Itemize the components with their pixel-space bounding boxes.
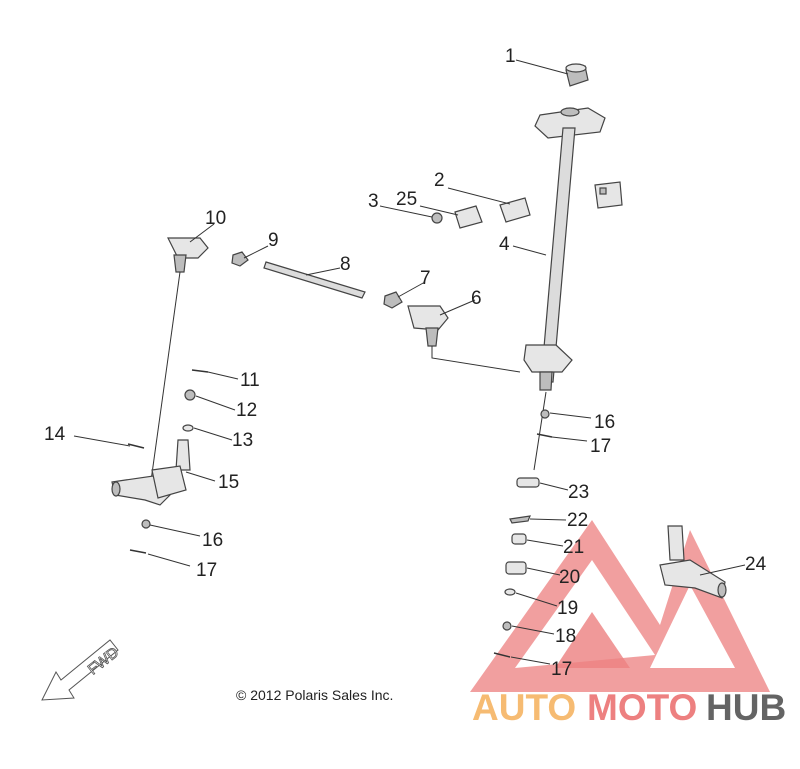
label-part-24: 24 <box>745 554 767 575</box>
label-part-21: 21 <box>563 537 584 558</box>
label-part-15: 15 <box>218 472 239 493</box>
watermark-moto: MOTO <box>587 687 697 728</box>
part-25-plate <box>454 205 483 229</box>
part-15-spindle <box>111 439 191 506</box>
leader-lines <box>73 59 746 665</box>
label-part-20: 20 <box>559 567 580 588</box>
watermark-logo: AUTO MOTO HUB <box>470 520 786 728</box>
part-6-tie-rod-end <box>407 305 521 373</box>
watermark-hub: HUB <box>706 687 786 728</box>
part-8-rod <box>263 261 366 299</box>
label-part-11: 11 <box>240 370 260 391</box>
label-part-10: 10 <box>205 208 226 229</box>
part-19-washer <box>504 588 516 596</box>
part-18-nut <box>502 621 512 631</box>
label-part-17-left: 17 <box>196 560 217 581</box>
copyright-text: © 2012 Polaris Sales Inc. <box>236 687 393 703</box>
part-24-spindle <box>659 525 727 599</box>
label-part-7: 7 <box>420 268 431 289</box>
part-7-nut <box>383 291 403 309</box>
label-part-25: 25 <box>396 189 417 210</box>
part-number-labels: 1 2 3 25 4 6 7 8 9 10 11 12 13 14 15 16 … <box>44 46 767 680</box>
part-9-nut <box>231 251 249 267</box>
part-3-nut <box>431 212 443 224</box>
label-part-14: 14 <box>44 424 66 445</box>
label-part-13: 13 <box>232 430 253 451</box>
label-part-23: 23 <box>568 482 589 503</box>
part-16-nut-right <box>540 409 550 419</box>
part-12-nut <box>184 389 196 401</box>
part-1-cap <box>565 63 589 87</box>
label-part-17-right: 17 <box>590 436 611 457</box>
label-part-12: 12 <box>236 400 257 421</box>
part-16-nut-left <box>141 519 151 529</box>
part-4-steering-column <box>523 107 606 471</box>
label-part-16-left: 16 <box>202 530 223 551</box>
part-21-bushing <box>511 533 527 545</box>
part-10-tie-rod-end <box>149 237 209 489</box>
label-part-19: 19 <box>557 598 578 619</box>
part-20-bushing <box>505 561 527 575</box>
label-part-8: 8 <box>340 254 351 275</box>
label-part-17-bottom: 17 <box>551 659 572 680</box>
cotter-pins <box>127 369 553 658</box>
label-part-9: 9 <box>268 230 279 251</box>
label-part-6: 6 <box>471 288 482 309</box>
label-part-4: 4 <box>499 234 510 255</box>
label-part-22: 22 <box>567 510 588 531</box>
part-23-bushing <box>516 477 540 488</box>
part-2-bracket <box>499 181 623 223</box>
part-13-washer <box>182 424 194 432</box>
label-part-1: 1 <box>505 46 516 67</box>
label-part-18: 18 <box>555 626 576 647</box>
label-part-2: 2 <box>434 170 445 191</box>
fwd-arrow: FWD <box>41 639 123 701</box>
label-part-3: 3 <box>368 191 379 212</box>
label-part-16-right: 16 <box>594 412 615 433</box>
watermark-auto: AUTO <box>472 687 576 728</box>
part-22-clip <box>509 515 531 524</box>
